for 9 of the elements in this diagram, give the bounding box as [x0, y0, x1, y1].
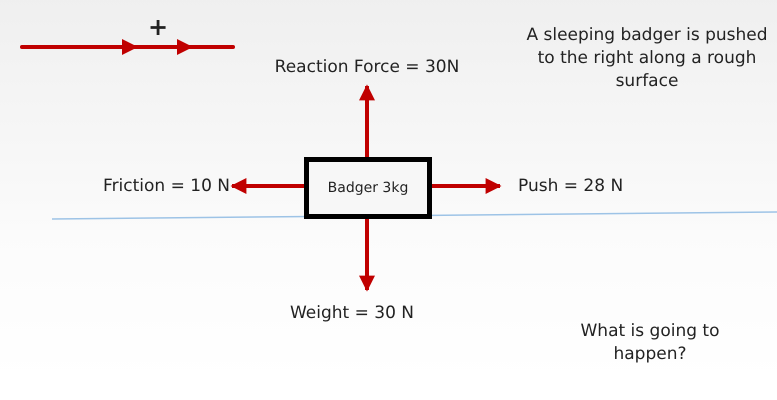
force-label: Weight = 30 N	[288, 302, 416, 325]
force-label: Push = 28 N	[518, 175, 624, 198]
sign-convention-label: +	[148, 14, 168, 40]
force-label: Friction = 10 N	[102, 175, 230, 198]
scenario-text: A sleeping badger is pushed to the right along a rough surface	[525, 24, 769, 93]
force-label: Reaction Force = 30N	[274, 56, 460, 79]
object-box	[304, 157, 432, 219]
question-text: What is going to happen?	[579, 320, 720, 366]
object-label: Badger 3kg	[328, 180, 408, 196]
